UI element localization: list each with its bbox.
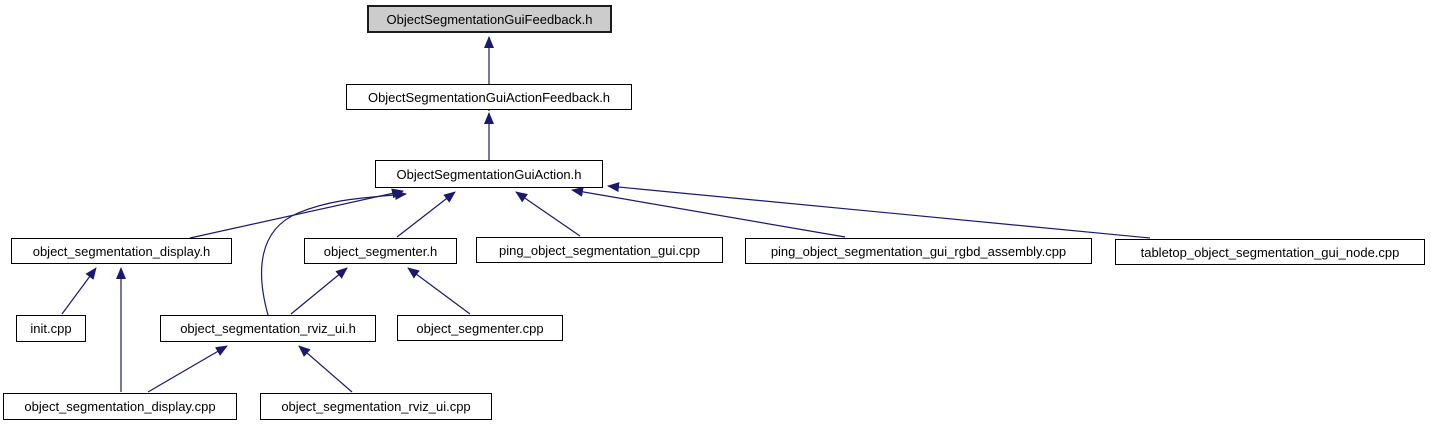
graph-node-object-segmentation-display-h[interactable]: object_segmentation_display.h — [11, 238, 232, 264]
graph-node-ping-object-segmentation-gui-rgbd-assembly-cpp[interactable]: ping_object_segmentation_gui_rgbd_assemb… — [745, 238, 1092, 264]
graph-node-object-segmentation-rviz-ui-h[interactable]: object_segmentation_rviz_ui.h — [160, 315, 376, 342]
edge-object-segmentation-rviz-ui-cpp--to--object-segmentation-rviz-ui-h — [298, 345, 353, 393]
edge-init-cpp--to--object-segmentation-display-h — [61, 267, 97, 315]
graph-node-init-cpp[interactable]: init.cpp — [16, 315, 86, 342]
graph-node-tabletop-object-segmentation-gui-node-cpp[interactable]: tabletop_object_segmentation_gui_node.cp… — [1115, 239, 1425, 265]
edge-object-segmentation-display-cpp--to--object-segmentation-rviz-ui-h — [147, 345, 228, 393]
edge-object-segmentation-display-h--to--object-segmentation-gui-action-h — [189, 188, 404, 239]
edge-ping-object-segmentation-gui-rgbd-assembly-cpp--to--object-segmentation-gui-action-h — [571, 186, 846, 238]
edge-object-segmenter-h--to--object-segmentation-gui-action-h — [396, 191, 456, 238]
graph-node-object-segmenter-h[interactable]: object_segmenter.h — [304, 238, 457, 264]
edge-ping-object-segmentation-gui-cpp--to--object-segmentation-gui-action-h — [515, 191, 581, 237]
edge-tabletop-object-segmentation-gui-node-cpp--to--object-segmentation-gui-action-h — [607, 182, 1151, 239]
graph-node-object-segmenter-cpp[interactable]: object_segmenter.cpp — [397, 315, 563, 341]
graph-node-object-segmentation-gui-feedback-h[interactable]: ObjectSegmentationGuiFeedback.h — [367, 5, 612, 33]
edge-group — [61, 36, 1151, 393]
graph-node-object-segmentation-rviz-ui-cpp[interactable]: object_segmentation_rviz_ui.cpp — [260, 393, 492, 420]
graph-node-ping-object-segmentation-gui-cpp[interactable]: ping_object_segmentation_gui.cpp — [476, 237, 723, 263]
graph-node-object-segmentation-gui-action-feedback-h[interactable]: ObjectSegmentationGuiActionFeedback.h — [346, 84, 632, 110]
graph-node-object-segmentation-display-cpp[interactable]: object_segmentation_display.cpp — [3, 393, 237, 420]
edge-object-segmenter-cpp--to--object-segmenter-h — [407, 267, 471, 315]
graph-node-object-segmentation-gui-action-h[interactable]: ObjectSegmentationGuiAction.h — [375, 160, 603, 188]
edge-object-segmentation-rviz-ui-h--to--object-segmenter-h — [290, 267, 348, 315]
edge-object-segmentation-rviz-ui-h--to--object-segmentation-gui-action-h — [260, 190, 407, 316]
